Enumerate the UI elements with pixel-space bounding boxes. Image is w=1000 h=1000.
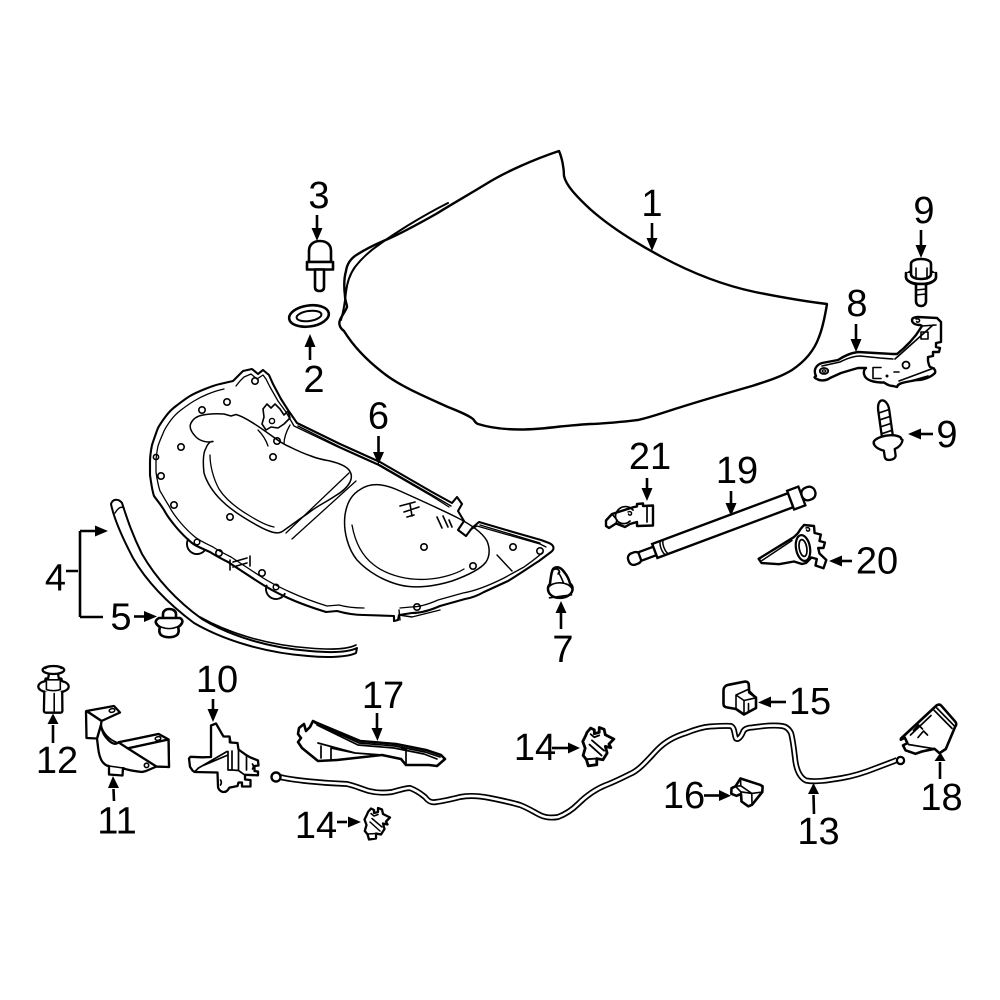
svg-text:2: 2 — [303, 359, 324, 401]
svg-text:19: 19 — [716, 450, 758, 492]
svg-text:15: 15 — [789, 681, 831, 723]
svg-text:14: 14 — [295, 805, 337, 847]
svg-text:9: 9 — [936, 414, 957, 456]
svg-text:3: 3 — [308, 175, 329, 217]
svg-text:18: 18 — [920, 777, 962, 819]
svg-text:20: 20 — [856, 541, 898, 583]
svg-text:5: 5 — [110, 597, 131, 639]
svg-text:9: 9 — [913, 190, 934, 232]
svg-text:7: 7 — [552, 629, 573, 671]
svg-text:10: 10 — [196, 659, 238, 701]
svg-text:8: 8 — [846, 283, 867, 325]
svg-text:21: 21 — [629, 436, 671, 478]
svg-text:1: 1 — [641, 183, 662, 225]
svg-text:4: 4 — [45, 558, 66, 600]
svg-text:14: 14 — [514, 727, 556, 769]
svg-text:11: 11 — [97, 801, 136, 843]
svg-text:16: 16 — [663, 775, 705, 817]
svg-text:12: 12 — [36, 740, 78, 782]
svg-text:17: 17 — [362, 675, 404, 717]
svg-text:6: 6 — [368, 396, 389, 438]
svg-text:13: 13 — [797, 811, 839, 853]
